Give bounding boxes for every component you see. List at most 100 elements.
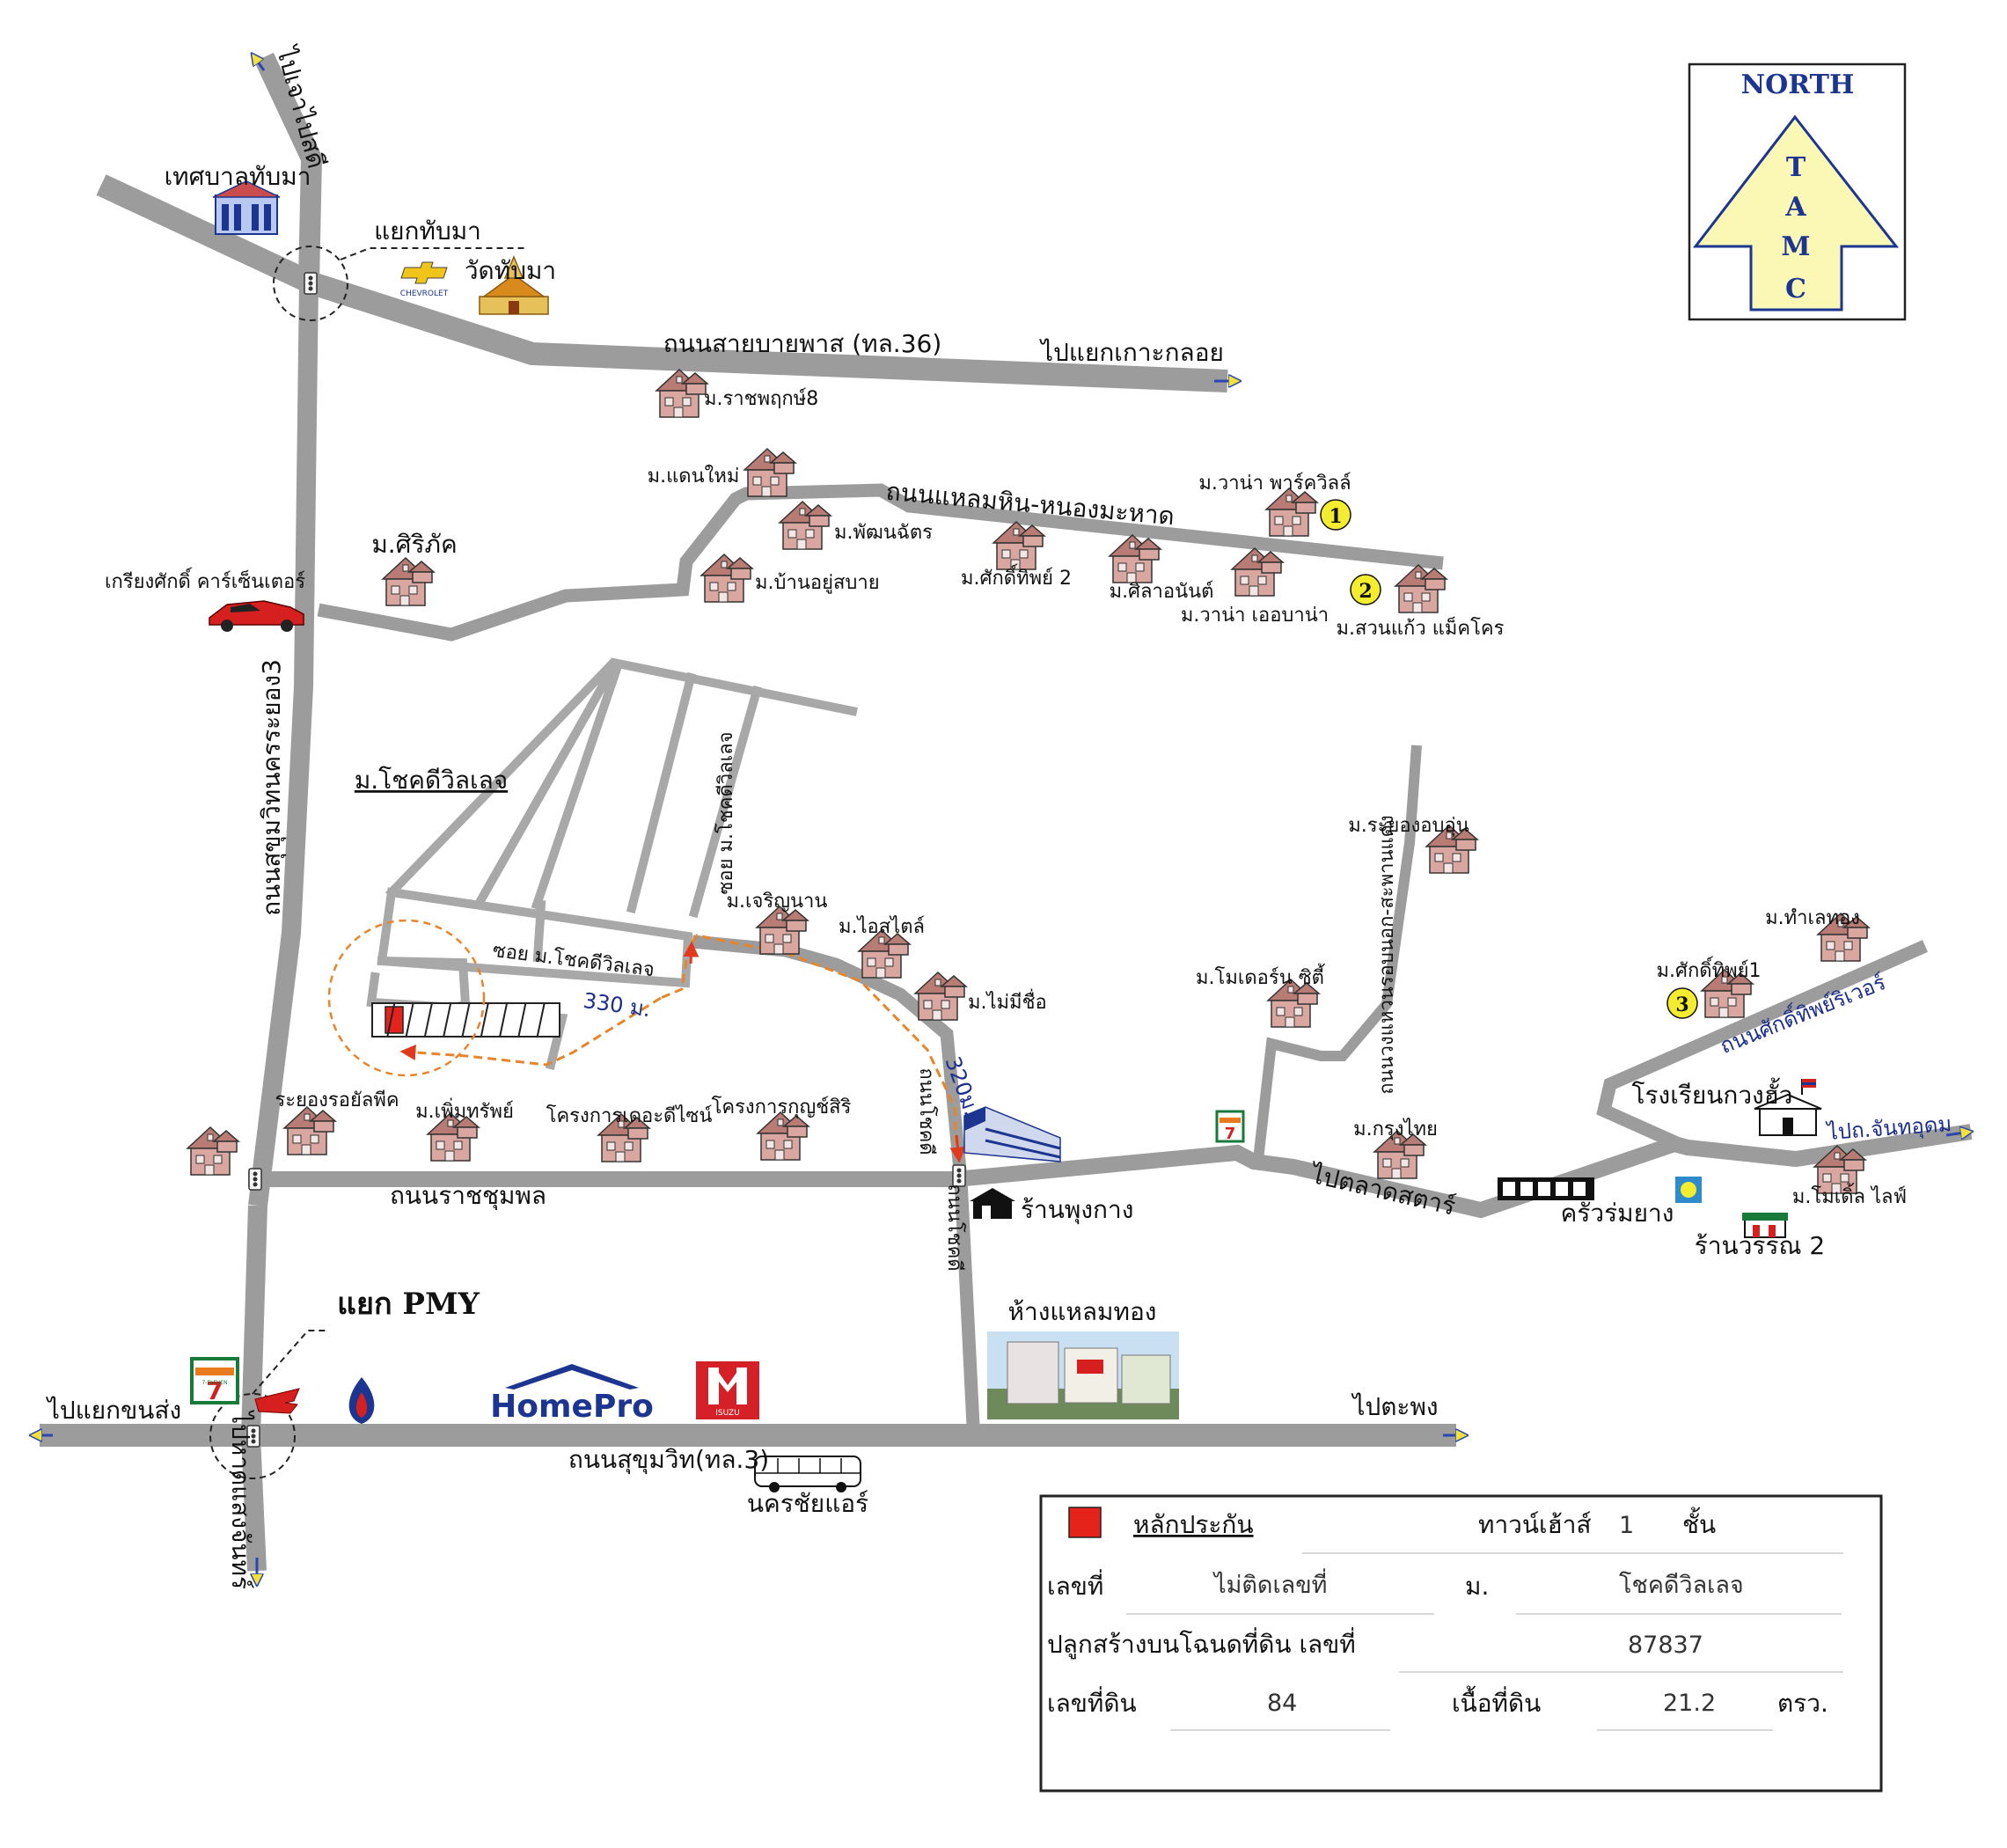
distance-label-330: 330 ม.	[582, 988, 652, 1022]
house-icon	[993, 521, 1045, 570]
isuzu-label: ISUZU	[715, 1409, 740, 1418]
village-label-wana-eobana: ม.วาน่า เออบาน่า	[1181, 605, 1329, 627]
village-label-model-life: ม.โมเดิ้ล ไลฟ์	[1792, 1183, 1907, 1208]
arrow-north	[253, 55, 266, 71]
marker-2-label: 2	[1359, 580, 1372, 603]
property-legend: หลักประกัน ทาวน์เฮ้าส์ 1 ชั้น เลขที่ ไม่…	[1039, 1494, 1883, 1793]
road-label-bypass: ถนนสายบายพาส (ทล.36)	[663, 329, 942, 358]
marker-2-circle	[1350, 574, 1381, 605]
place-label-krua-romyang: ครัวร่มยาง	[1561, 1199, 1674, 1228]
legend-area-unit: ตรว.	[1777, 1689, 1828, 1718]
road-to-chaoplosot	[254, 52, 323, 283]
legend-floors-value: 1	[1619, 1512, 1634, 1539]
house-icon	[700, 554, 753, 603]
village-label-ratchaphruek8: ม.ราชพฤกษ์8	[704, 388, 818, 410]
place-label-thapma-municipality: เทศบาลทับมา	[165, 162, 311, 191]
road-label-sukhumvit: ถนนสุขุมวิท(ทล.3)	[568, 1445, 769, 1475]
village-label-suankaew: ม.สวนแก้ว แม็คโคร	[1337, 615, 1505, 640]
landmark-icons: CHEVROLET	[190, 180, 1822, 1492]
village-label-mai-mi-chue: ม.ไม่มีชื่อ	[968, 988, 1047, 1014]
house-icon	[914, 972, 967, 1021]
place-label-wat-thapma: วัดทับมา	[465, 256, 556, 285]
office-building-icon	[963, 1106, 1061, 1162]
road-label-chokdee-lower: ถนนโชคดี	[943, 1184, 966, 1271]
marker-1-label: 1	[1329, 505, 1342, 528]
shop-icon	[1742, 1213, 1788, 1238]
place-label-rayong-royal: ระยองรอยัลพีค	[275, 1089, 399, 1111]
road-laemhin-nongmahat	[317, 483, 1444, 642]
north-compass: NORTH T A M C	[1688, 62, 1907, 321]
village-label-chokdee: ม.โชคดีวิลเลจ	[355, 766, 508, 795]
legend-village-label: ม.	[1465, 1572, 1489, 1601]
house-icon	[283, 1106, 336, 1155]
village-label-silanan: ม.ศิลาอนันต์	[1110, 581, 1214, 603]
restaurant-logo-icon	[1675, 1177, 1702, 1203]
bus-icon	[754, 1456, 861, 1492]
place-label-ran-wannaphon2: ร้านวรรณ 2	[1695, 1231, 1825, 1260]
svg-text:7: 7	[206, 1376, 223, 1405]
road-wongnok-saphandaeng	[1253, 744, 1422, 1161]
marker-1-circle	[1320, 499, 1351, 531]
village-label-rayong-obun: ม.ระยองอบอุ่น	[1348, 815, 1469, 837]
house-icon	[187, 1126, 239, 1176]
house-icon	[757, 1111, 809, 1161]
house-icon	[1395, 564, 1447, 613]
place-label-kunchasiri: โครงการกุญช์สิริ	[712, 1096, 852, 1118]
homepro-logo-icon: HomePro	[490, 1364, 654, 1425]
village-label-krungthai: ม.กรุงไทย	[1353, 1118, 1438, 1140]
direction-label-khonsong: ไปแยกขนส่ง	[46, 1396, 181, 1425]
road-label-soi-chokdee-vertical: ซอย ม.โชคดีวิลเลจ	[714, 731, 737, 894]
house-icon	[656, 369, 708, 418]
road-label-ratchachumphon: ถนนราชชุมพล	[390, 1181, 546, 1211]
sports-car-icon	[209, 600, 304, 632]
shop-house-icon	[970, 1188, 1015, 1219]
place-label-kriangsak: เกรียงศักดิ์ คาร์เซ็นเตอร์	[105, 568, 305, 593]
ptt-logo-icon	[348, 1377, 375, 1424]
townhouse-divider	[386, 1002, 396, 1038]
legend-number-label: เลขที่	[1047, 1569, 1103, 1601]
townhouse-divider	[443, 1002, 452, 1038]
legend-area-value: 21.2	[1663, 1690, 1716, 1717]
legend-deed-label: ปลูกสร้างบนโฉนดที่ดิน เลขที่	[1047, 1627, 1356, 1660]
village-label-daenmai: ม.แดนใหม่	[648, 465, 740, 488]
municipality-building-icon	[212, 180, 281, 235]
townhouse-divider	[461, 1002, 471, 1038]
seven-eleven-label: 7-ELEVEN	[201, 1380, 227, 1386]
house-icon	[756, 906, 809, 955]
townhouse-divider	[405, 1002, 414, 1038]
village-label-thamlaethong: ม.ทำเลทอง	[1765, 907, 1860, 929]
place-label-phoemsap: ม.เพิ่มทรัพย์	[415, 1097, 514, 1123]
house-icon	[779, 501, 831, 550]
temple-icon	[479, 255, 549, 315]
legend-number-value: ไม่ติดเลขที่	[1212, 1568, 1327, 1599]
place-label-ran-phungkang: ร้านพุงกาง	[1021, 1195, 1133, 1225]
legend-collateral-label: หลักประกัน	[1133, 1510, 1254, 1539]
townhouse-divider	[499, 1002, 509, 1038]
honda-logo-icon	[254, 1388, 300, 1414]
townhouse-divider	[517, 1002, 527, 1038]
junction-thapma-circle	[273, 246, 348, 321]
legend-floors-unit: ชั้น	[1682, 1507, 1716, 1539]
chevrolet-logo-icon: CHEVROLET	[400, 261, 449, 298]
traffic-light-icon	[248, 1168, 262, 1191]
direction-label-koklo: ไปแยกเกาะกลอย	[1039, 338, 1224, 367]
traffic-light-icon	[304, 272, 318, 295]
numbered-markers: 1 2 3	[1320, 499, 1698, 1019]
compass-letter: T	[1786, 152, 1806, 183]
place-label-nakhonchai: นครชัยแอร์	[747, 1489, 868, 1518]
road-label-wongnok: ถนนวงแหวนรอบนอก-สะพานแดง	[1376, 815, 1398, 1094]
place-label-rongrian-kwanghua: โรงเรียนกวงฮั้ว	[1631, 1077, 1792, 1110]
townhouse-divider	[536, 1002, 546, 1038]
legend-village-value: โชคดีวิลเลจ	[1619, 1572, 1744, 1599]
road-bypass-36	[96, 174, 1228, 392]
road-label-chokdee-upper: ถนนโชคดี	[915, 1067, 938, 1155]
compass-letter: M	[1781, 231, 1810, 262]
compass-north-label: NORTH	[1741, 70, 1855, 100]
compass-letter: A	[1784, 192, 1806, 223]
north-arrow-icon	[1692, 114, 1900, 312]
village-label-istyle: ม.ไอสไตล์	[839, 915, 925, 938]
junctions	[209, 246, 966, 1479]
chevrolet-label: CHEVROLET	[400, 290, 449, 298]
